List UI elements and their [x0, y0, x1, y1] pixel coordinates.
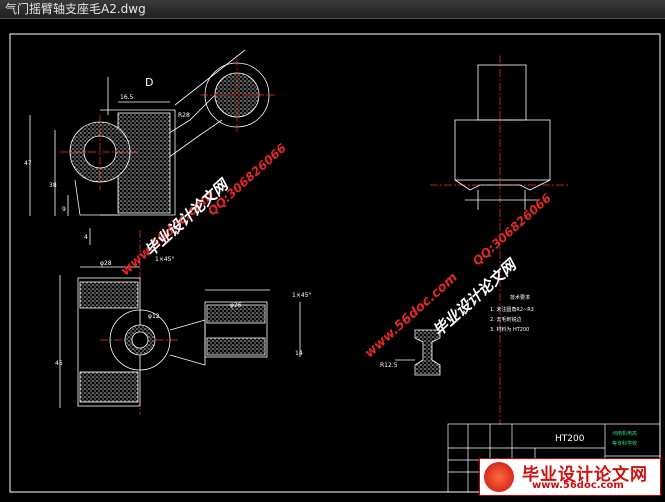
logo-text: 毕业设计论文网	[522, 465, 648, 485]
dim-47: 47	[24, 160, 32, 167]
dim-38: 38	[49, 182, 57, 189]
drawing-border	[9, 33, 661, 493]
cad-drawing	[9, 33, 661, 493]
top-view	[59, 266, 206, 408]
dim-phi12: φ12	[148, 313, 160, 320]
material-label: HT200	[555, 434, 585, 444]
note-line-1: 1. 未注圆角R2~R3	[490, 307, 534, 313]
front-view	[29, 49, 270, 245]
side-view	[395, 64, 551, 376]
note-line-3: 3. 材料为 HT200	[490, 327, 530, 333]
section-view	[204, 289, 301, 358]
site-logo[interactable]: 毕业设计论文网 www.56doc.com	[479, 458, 661, 496]
dim-r28: R28	[178, 112, 190, 119]
dim-chamfer-right: 1×45°	[292, 292, 312, 299]
dim-9: 9	[62, 206, 66, 213]
window-title: 气门摇臂轴支座毛A2.dwg	[5, 2, 146, 16]
notes-title: 技术要求	[510, 295, 531, 301]
dim-16-5: 16.5	[120, 94, 134, 101]
dim-phi28: φ28	[100, 260, 112, 267]
cad-drawing-canvas[interactable]: D 16.5 47 38 9 4 φ28 1×45° 1×45° φ26 45 …	[0, 20, 665, 498]
company-line-1: 河南机电高	[612, 431, 638, 437]
window-title-bar[interactable]: 气门摇臂轴支座毛A2.dwg	[0, 0, 665, 19]
dim-r12-5: R12.5	[380, 362, 398, 369]
company-line-2: 等专科学校	[612, 441, 638, 447]
dim-45: 45	[55, 360, 63, 367]
dim-14: 14	[295, 350, 303, 357]
dim-chamfer-left: 1×45°	[155, 256, 175, 263]
logo-mark-icon	[484, 462, 514, 492]
dim-4: 4	[84, 234, 88, 241]
dim-phi26: φ26	[230, 302, 242, 309]
note-line-2: 2. 去毛刺锐边	[490, 317, 522, 323]
logo-url: www.56doc.com	[532, 480, 624, 491]
dim-d-label: D	[145, 76, 154, 89]
